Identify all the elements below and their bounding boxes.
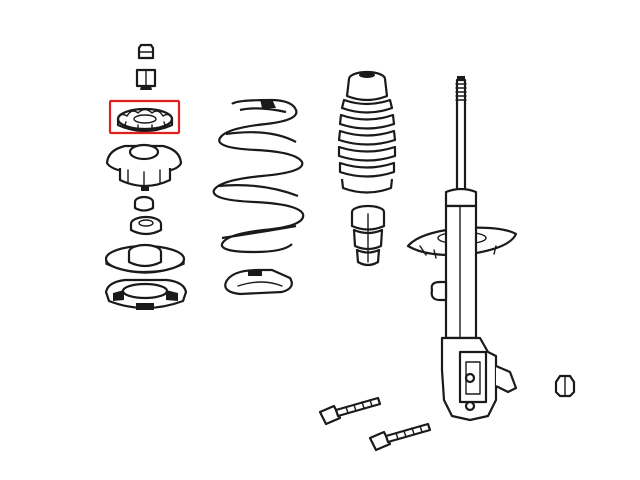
dust-boot-icon (337, 70, 397, 194)
bump-stop-icon (350, 204, 386, 267)
bushing-icon (135, 68, 157, 90)
spring-insulator-icon (104, 278, 188, 310)
coil-spring-icon (212, 98, 305, 254)
highlight-box (108, 99, 181, 135)
upper-spring-seat-icon (116, 107, 174, 133)
lower-spring-pad-icon (224, 268, 293, 296)
spring-seat-plate-icon (104, 243, 186, 274)
nut-cap-icon (137, 43, 155, 60)
strut-mount-dome-icon (105, 143, 183, 191)
shock-absorber-strut-icon (406, 76, 518, 422)
bolt-icon (318, 396, 382, 426)
nut-icon (554, 374, 576, 398)
bearing-ring-icon (129, 215, 163, 236)
rubber-stopper-icon (133, 195, 155, 212)
bolt-icon (368, 422, 432, 452)
